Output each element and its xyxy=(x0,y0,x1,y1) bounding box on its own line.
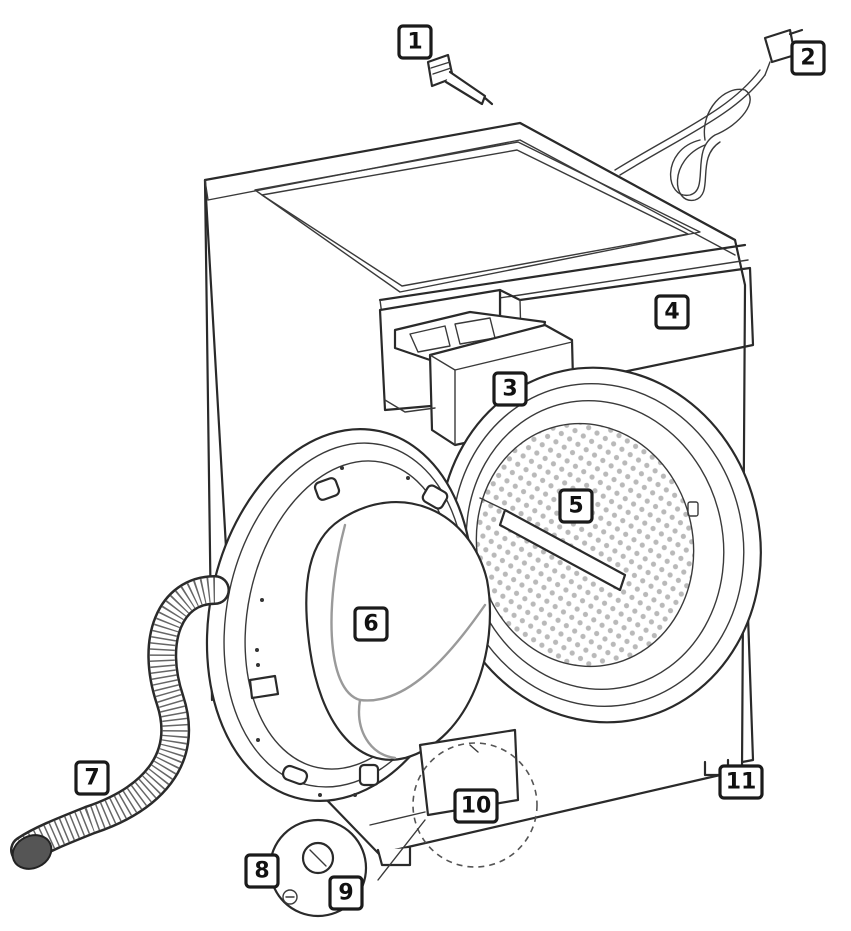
svg-text:3: 3 xyxy=(502,377,517,402)
drain-hose xyxy=(10,575,230,870)
callout-9: 9 xyxy=(328,875,364,911)
callout-7: 7 xyxy=(74,760,110,796)
callout-10: 10 xyxy=(453,788,499,824)
svg-text:8: 8 xyxy=(254,859,269,884)
drain-hose-end-cap xyxy=(11,834,53,870)
callout-2: 2 xyxy=(790,40,826,76)
callout-4: 4 xyxy=(654,294,690,330)
callout-8: 8 xyxy=(244,853,280,889)
svg-text:10: 10 xyxy=(461,794,492,819)
callout-11: 11 xyxy=(718,764,764,800)
svg-text:2: 2 xyxy=(800,46,815,71)
hose-connector xyxy=(426,53,494,106)
svg-text:11: 11 xyxy=(726,770,757,795)
svg-text:6: 6 xyxy=(363,612,378,637)
svg-text:4: 4 xyxy=(664,300,679,325)
callout-6: 6 xyxy=(353,606,389,642)
svg-text:5: 5 xyxy=(568,494,583,519)
svg-text:1: 1 xyxy=(407,30,422,55)
svg-text:9: 9 xyxy=(338,881,353,906)
callout-3: 3 xyxy=(492,371,528,407)
callout-5: 5 xyxy=(558,488,594,524)
top-panel xyxy=(254,141,701,293)
svg-text:7: 7 xyxy=(84,766,99,791)
power-cord xyxy=(614,28,807,201)
drum xyxy=(438,366,762,724)
callout-1: 1 xyxy=(397,24,433,60)
door xyxy=(205,428,491,802)
drain-cap xyxy=(282,889,298,905)
